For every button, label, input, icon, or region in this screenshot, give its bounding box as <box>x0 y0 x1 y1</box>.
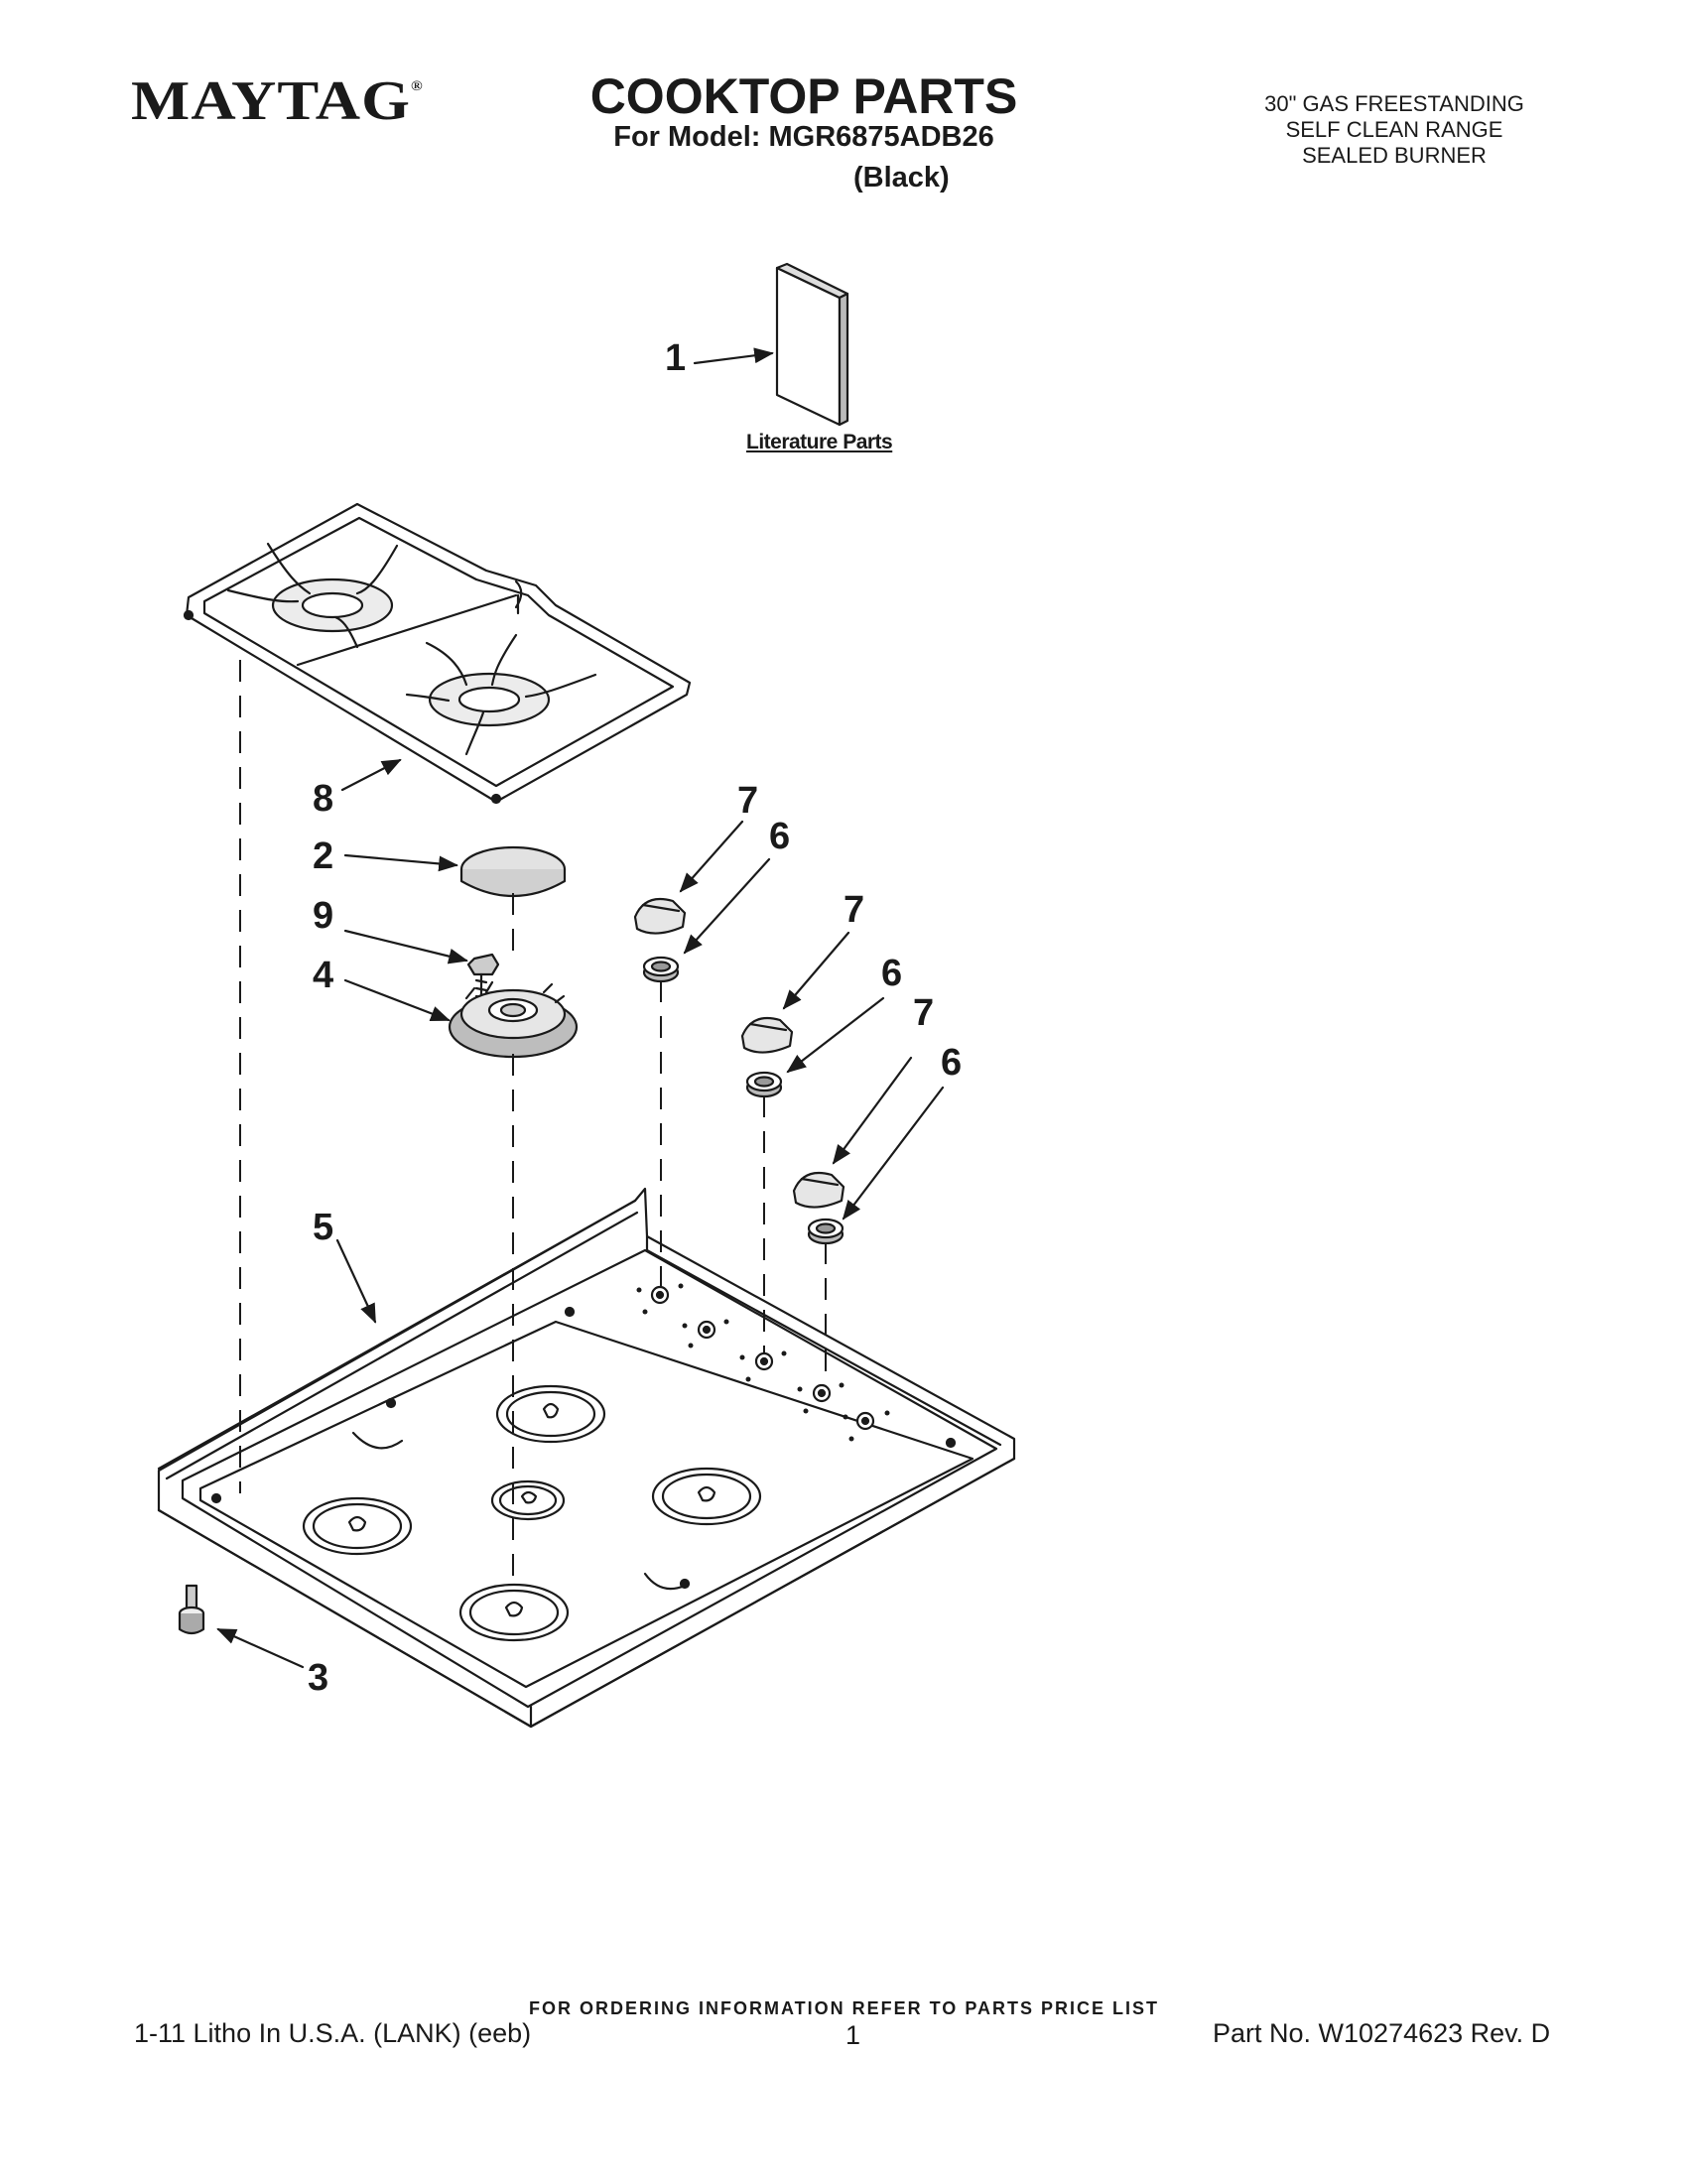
leader-line <box>832 1056 913 1165</box>
knob-bezel <box>745 1071 783 1098</box>
callout-7: 7 <box>844 889 865 931</box>
callout-7: 7 <box>913 992 935 1034</box>
litho-info: 1-11 Litho In U.S.A. (LANK) (eeb) <box>134 2018 532 2048</box>
leader-line <box>786 996 885 1074</box>
model-color: (Black) <box>853 162 950 193</box>
burner-cap <box>459 845 567 897</box>
leader-line <box>340 758 402 792</box>
callout-7: 7 <box>737 780 759 822</box>
leader-line <box>679 820 744 893</box>
leader-line <box>693 347 774 365</box>
leader-line <box>343 978 451 1022</box>
screw <box>466 953 500 1002</box>
leader-line <box>683 857 771 955</box>
callout-3: 3 <box>308 1657 329 1699</box>
burner-grate <box>183 502 692 805</box>
callout-1: 1 <box>665 337 687 379</box>
control-knob <box>633 897 687 935</box>
leader-line <box>335 1238 377 1324</box>
control-knob <box>792 1171 845 1209</box>
leader-line <box>343 929 468 964</box>
page-number: 1 <box>845 2020 861 2050</box>
callout-6: 6 <box>769 816 791 857</box>
leader-line <box>842 1086 945 1220</box>
leader-line <box>216 1627 305 1669</box>
alignment-lines <box>239 660 827 1578</box>
cooktop-panel <box>157 1187 1016 1729</box>
callout-5: 5 <box>313 1207 334 1248</box>
literature-parts-label: Literature Parts <box>746 431 893 453</box>
control-knob <box>740 1016 794 1054</box>
leader-line <box>782 931 850 1010</box>
knob-bezel <box>807 1218 844 1245</box>
literature-booklet <box>775 262 849 427</box>
product-description-line: 30" GAS FREESTANDING <box>1264 91 1524 116</box>
part-number: Part No. W10274623 Rev. D <box>1213 2018 1551 2048</box>
burner-base <box>448 980 579 1059</box>
valve-markings <box>650 1285 875 1431</box>
model-number: For Model: MGR6875ADB26 <box>613 121 994 153</box>
product-description-line: SELF CLEAN RANGE <box>1285 117 1503 142</box>
leveling-leg <box>178 1584 205 1635</box>
callout-9: 9 <box>313 895 334 937</box>
callout-4: 4 <box>313 955 334 996</box>
callout-2: 2 <box>313 835 334 877</box>
callout-8: 8 <box>313 778 334 820</box>
callout-6: 6 <box>941 1042 963 1084</box>
ordering-note: FOR ORDERING INFORMATION REFER TO PARTS … <box>528 1998 1159 2018</box>
product-description-line: SEALED BURNER <box>1302 143 1487 168</box>
leader-line <box>343 853 458 872</box>
callout-6: 6 <box>881 953 903 994</box>
brand-logo: MAYTAG® <box>131 70 424 132</box>
knob-bezel <box>642 956 680 983</box>
page-title: COOKTOP PARTS <box>589 68 1018 124</box>
